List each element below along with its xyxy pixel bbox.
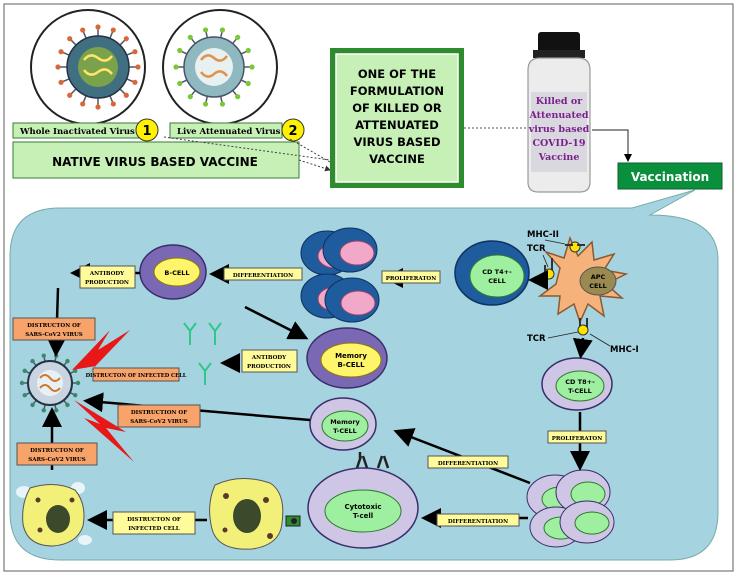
svg-text:FORMULATION: FORMULATION bbox=[350, 84, 444, 98]
svg-text:DISTRUCTON OF: DISTRUCTON OF bbox=[27, 323, 81, 329]
vaccine-bottle bbox=[527, 32, 591, 193]
native-virus-vaccine-box bbox=[12, 141, 300, 179]
memory-b-cell-label: Memory B-CELL bbox=[335, 352, 367, 369]
mhc2-label: MHC-II bbox=[527, 230, 559, 240]
native-virus-vaccine-label: NATIVE VIRUS BASED VACCINE bbox=[52, 155, 258, 169]
svg-text:DISTRUCTON OF: DISTRUCTON OF bbox=[30, 448, 84, 454]
svg-text:SARS-CoV2 VIRUS: SARS-CoV2 VIRUS bbox=[25, 332, 83, 338]
whole-inactivated-virus-label: Whole Inactivated Virus bbox=[19, 127, 135, 137]
badge-1 bbox=[135, 118, 159, 142]
svg-text:CD T4+-: CD T4+- bbox=[482, 268, 512, 276]
antibodies-icon bbox=[183, 322, 222, 385]
proliferated-cd4-cell-cluster bbox=[300, 227, 380, 323]
mhc1-label: MHC-I bbox=[610, 345, 639, 355]
differentiation-label-1 bbox=[223, 267, 303, 281]
svg-text:ONE OF THE: ONE OF THE bbox=[358, 67, 436, 81]
badge-2 bbox=[281, 118, 305, 142]
live-attenuated-virus-label: Live Attenuated Virus bbox=[177, 127, 281, 137]
apc-cell-label: APC CELL bbox=[589, 273, 607, 290]
antibody-production-label-1 bbox=[79, 265, 136, 289]
cytotoxic-t-cell bbox=[307, 452, 419, 549]
svg-text:T-CELL: T-CELL bbox=[568, 387, 592, 395]
distruction-sars-label-2 bbox=[117, 404, 201, 428]
svg-text:CD T8+-: CD T8+- bbox=[565, 378, 595, 386]
proliferated-cd8-cell-cluster bbox=[526, 469, 615, 548]
cd4-t-cell-label: CD T4+- CELL bbox=[482, 268, 512, 285]
svg-text:Memory: Memory bbox=[330, 418, 360, 426]
svg-text:B-CELL: B-CELL bbox=[337, 361, 365, 369]
memory-t-cell-label: Memory T-CELL bbox=[330, 418, 360, 435]
live-attenuated-virus-illustration bbox=[162, 9, 278, 125]
cd8-t-cell-label: CD T8+- T-CELL bbox=[565, 378, 595, 395]
svg-text:T-cell: T-cell bbox=[353, 512, 373, 520]
antibody-production-label-2 bbox=[241, 349, 298, 373]
formulation-box bbox=[335, 53, 459, 183]
memory-b-cell bbox=[306, 327, 388, 389]
svg-text:T-CELL: T-CELL bbox=[333, 427, 357, 435]
vaccination-box bbox=[617, 162, 723, 190]
svg-text:DISTRUCTON OF: DISTRUCTON OF bbox=[127, 517, 181, 523]
svg-text:PROLIFERATON: PROLIFERATON bbox=[552, 436, 602, 442]
cytotoxic-t-cell-label: Cytotoxic T-cell bbox=[344, 503, 381, 520]
distruction-sars-label-1 bbox=[12, 317, 96, 341]
tcr-top-label: TCR bbox=[527, 244, 546, 254]
svg-text:OF KILLED OR: OF KILLED OR bbox=[352, 101, 442, 115]
b-cell bbox=[139, 244, 207, 300]
distruction-infected-cell-label-1 bbox=[92, 367, 180, 382]
svg-text:virus based: virus based bbox=[528, 124, 590, 135]
svg-text:VACCINE: VACCINE bbox=[369, 152, 425, 166]
proliferation-label-1 bbox=[381, 270, 441, 284]
svg-text:DISTRUCTON OF INFECTED CELL: DISTRUCTON OF INFECTED CELL bbox=[86, 373, 187, 379]
tcr-mhc-receptor-mid bbox=[577, 318, 589, 336]
svg-text:Attenuated: Attenuated bbox=[528, 110, 588, 121]
tcr-mid-label: TCR bbox=[527, 334, 546, 344]
svg-text:SARS-CoV2 VIRUS: SARS-CoV2 VIRUS bbox=[28, 457, 86, 463]
svg-text:Memory: Memory bbox=[335, 352, 367, 360]
proliferation-label-2 bbox=[547, 430, 607, 444]
svg-text:Killed or: Killed or bbox=[536, 96, 583, 107]
b-cell-label: B-CELL bbox=[164, 269, 189, 277]
svg-text:DIFFERENTIATION: DIFFERENTIATION bbox=[438, 461, 498, 467]
infected-cell-left bbox=[16, 482, 92, 547]
svg-text:PRODUCTION: PRODUCTION bbox=[247, 364, 291, 370]
svg-text:1: 1 bbox=[142, 124, 151, 139]
whole-inactivated-virus-illustration bbox=[30, 9, 146, 125]
svg-text:ANTIBODY: ANTIBODY bbox=[251, 355, 286, 361]
infected-cell-right bbox=[209, 478, 301, 550]
svg-text:Cytotoxic: Cytotoxic bbox=[344, 503, 381, 511]
cd4-t-cell bbox=[454, 240, 530, 306]
svg-text:DIFFERENTIATION: DIFFERENTIATION bbox=[233, 273, 293, 279]
vaccination-label: Vaccination bbox=[631, 170, 709, 184]
svg-text:COVID-19: COVID-19 bbox=[532, 138, 585, 149]
svg-text:APC: APC bbox=[591, 273, 606, 281]
vaccine-bottle-label: Killed or Attenuated virus based COVID-1… bbox=[528, 96, 590, 163]
differentiation-label-3 bbox=[436, 513, 520, 527]
svg-text:PRODUCTION: PRODUCTION bbox=[85, 280, 129, 286]
differentiation-label-2 bbox=[427, 455, 509, 469]
svg-text:2: 2 bbox=[288, 124, 297, 139]
lightning-bolt-top-icon bbox=[72, 330, 130, 380]
svg-text:ANTIBODY: ANTIBODY bbox=[89, 271, 124, 277]
svg-text:DIFFERENTIATION: DIFFERENTIATION bbox=[448, 519, 508, 525]
svg-text:VIRUS BASED: VIRUS BASED bbox=[353, 135, 440, 149]
svg-text:PROLIFERATON: PROLIFERATON bbox=[386, 276, 436, 282]
distruction-infected-cell-label-2 bbox=[112, 511, 196, 535]
distruction-sars-label-3 bbox=[16, 442, 98, 466]
lightning-bolt-bottom-icon bbox=[74, 400, 134, 462]
svg-text:DISTRUCTION OF: DISTRUCTION OF bbox=[131, 410, 187, 416]
svg-text:INFECTED CELL: INFECTED CELL bbox=[128, 526, 179, 532]
cd8-t-cell bbox=[541, 357, 613, 411]
formulation-text: ONE OF THE FORMULATION OF KILLED OR ATTE… bbox=[350, 67, 444, 166]
svg-text:ATTENUATED: ATTENUATED bbox=[355, 118, 439, 132]
svg-text:SARS-CoV2 VIRUS: SARS-CoV2 VIRUS bbox=[130, 419, 188, 425]
svg-text:Vaccine: Vaccine bbox=[538, 152, 580, 163]
memory-t-cell bbox=[309, 397, 377, 451]
svg-text:CELL: CELL bbox=[488, 277, 506, 285]
svg-text:CELL: CELL bbox=[589, 282, 607, 290]
